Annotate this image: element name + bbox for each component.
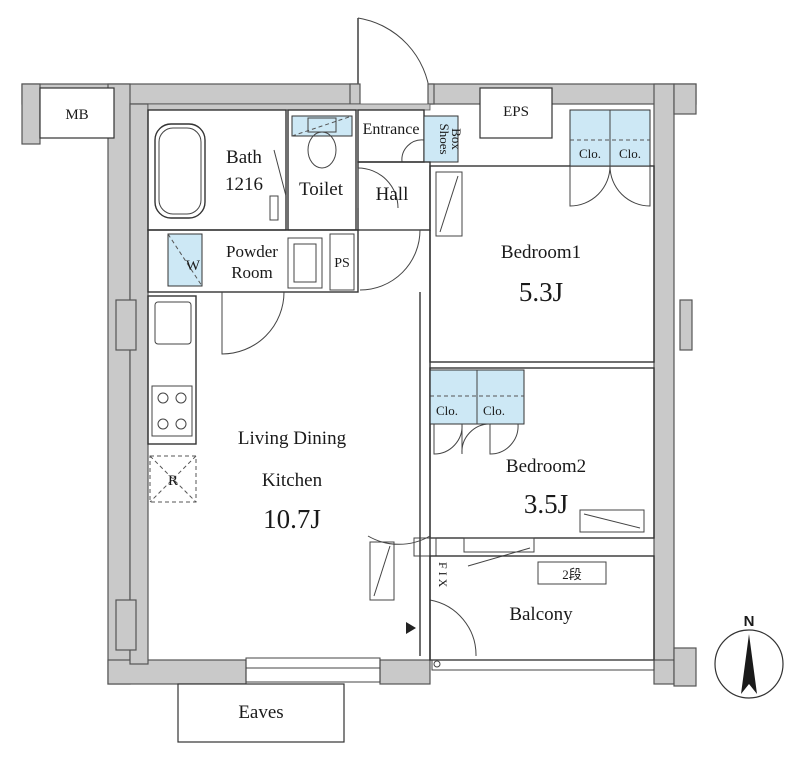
room-labels: Entrance Shoes Box Bath 1216 Toilet Hall… bbox=[168, 121, 641, 625]
ps-label: PS bbox=[334, 256, 350, 271]
north-compass-icon: N bbox=[714, 613, 784, 699]
closet-label: Clo. bbox=[436, 403, 458, 418]
mb-label: MB bbox=[65, 107, 88, 123]
balcony-label: Balcony bbox=[509, 604, 573, 625]
shoes-box-label-2: Box bbox=[449, 128, 464, 150]
bedroom1-label: Bedroom1 bbox=[501, 242, 581, 263]
closet-label: Clo. bbox=[579, 146, 601, 161]
bedroom2-area: 3.5J bbox=[524, 489, 568, 519]
bedroom2-label: Bedroom2 bbox=[506, 456, 586, 477]
hall-label: Hall bbox=[376, 184, 409, 205]
bedroom1-area: 5.3J bbox=[519, 277, 563, 307]
eps-box: EPS bbox=[479, 87, 553, 139]
eps-label: EPS bbox=[503, 104, 529, 120]
bath-label: Bath bbox=[226, 147, 262, 168]
interior-lines bbox=[147, 103, 674, 683]
powder-room-label-2: Room bbox=[231, 263, 273, 282]
closet-label: Clo. bbox=[483, 403, 505, 418]
ldk-sub-label: Kitchen bbox=[262, 470, 323, 491]
fix-label: F I X bbox=[436, 562, 450, 588]
step-label: 2段 bbox=[562, 567, 582, 582]
mb-box: MB bbox=[39, 87, 115, 139]
washer-label: W bbox=[186, 258, 201, 274]
shoes-box-label-1: Shoes bbox=[437, 123, 452, 154]
fridge-label: R bbox=[168, 473, 178, 489]
outer-walls bbox=[21, 83, 697, 687]
entrance-door bbox=[349, 17, 435, 105]
toilet-label: Toilet bbox=[299, 179, 344, 200]
ldk-label: Living Dining bbox=[238, 428, 347, 449]
entrance-label: Entrance bbox=[363, 121, 420, 138]
bath-size-label: 1216 bbox=[225, 174, 263, 195]
north-label: N bbox=[744, 613, 755, 630]
ldk-area: 10.7J bbox=[263, 504, 321, 534]
eaves-box: Eaves bbox=[177, 683, 345, 743]
closet-label: Clo. bbox=[619, 146, 641, 161]
powder-room-label-1: Powder bbox=[226, 242, 278, 261]
eaves-label: Eaves bbox=[238, 702, 283, 723]
